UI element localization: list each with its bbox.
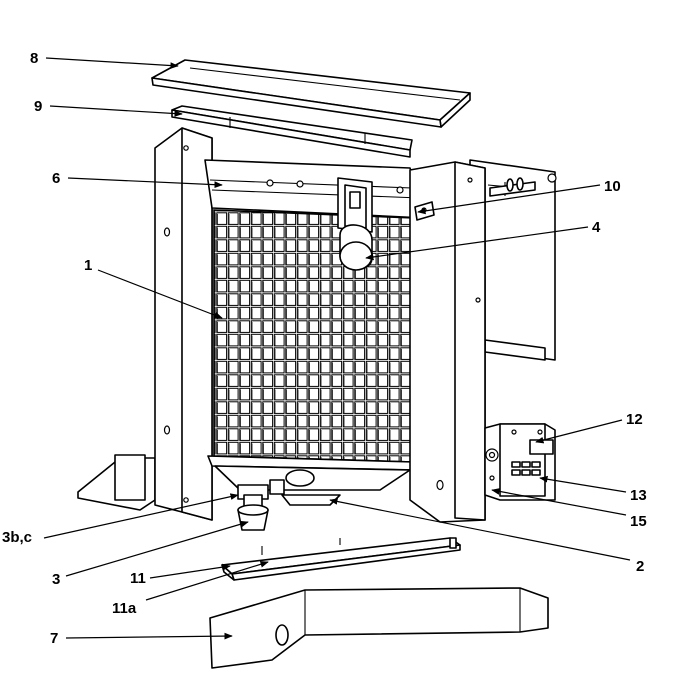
callout-7: 7	[50, 630, 58, 647]
ice-chute	[209, 587, 549, 669]
callout-2: 2	[636, 558, 644, 575]
callout-15: 15	[630, 513, 647, 530]
left-side-panel	[154, 127, 213, 521]
top-fittings	[489, 173, 557, 197]
drain-trough	[221, 537, 461, 581]
leader-lines	[43, 57, 631, 640]
callout-1: 1	[84, 257, 92, 274]
top-rail	[171, 105, 413, 158]
callout-9: 9	[34, 98, 42, 115]
callout-3: 3	[52, 571, 60, 588]
callout-3bc: 3b,c	[2, 529, 32, 546]
callout-6: 6	[52, 170, 60, 187]
water-pump	[237, 469, 341, 531]
callout-11: 11	[130, 570, 146, 587]
water-probe-assembly	[337, 177, 373, 271]
callout-4: 4	[592, 219, 601, 236]
evaporator-grid	[213, 209, 423, 463]
callout-11a: 11a	[112, 600, 137, 617]
callout-13: 13	[630, 487, 647, 504]
evaporator-top-bar	[204, 159, 426, 219]
callout-labels: 8 9 6 10 4 1 12 13 15 3b,c 2 3 11 11a 7	[2, 50, 647, 647]
control-box	[484, 423, 556, 501]
callout-12: 12	[626, 411, 643, 428]
base-tray	[77, 454, 156, 511]
callout-8: 8	[30, 50, 38, 67]
callout-10: 10	[604, 178, 621, 195]
top-cover	[151, 59, 471, 128]
right-side-panel	[409, 161, 486, 523]
